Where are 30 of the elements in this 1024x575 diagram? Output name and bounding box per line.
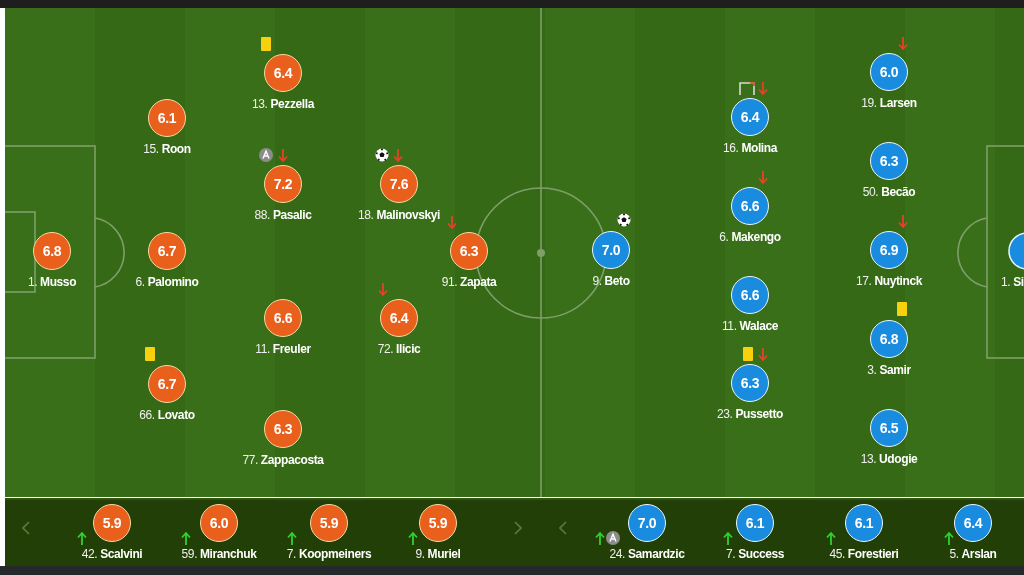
player-name: 1. Musso [27, 275, 77, 289]
player-name: 45. Forestieri [829, 547, 899, 561]
player-name: 15. Roon [143, 142, 191, 156]
player-name: 42. Scalvini [81, 547, 143, 561]
player-name: 9. Muriel [415, 547, 461, 561]
player-name: 7. Success [725, 547, 785, 561]
player-name: 5. Arslan [949, 547, 997, 561]
player-name: 72. Ilicic [377, 342, 421, 356]
player-name: 16. Molina [723, 141, 777, 155]
player-name: 59. Miranchuk [181, 547, 257, 561]
player-name: 1. Si [1001, 275, 1024, 289]
player-name: 13. Udogie [860, 452, 918, 466]
player-name: 66. Lovato [139, 408, 195, 422]
player-name: 3. Samir [867, 363, 911, 377]
player-name: 11. Freuler [255, 342, 311, 356]
player-name: 17. Nuytinck [856, 274, 922, 288]
player-name: 50. Becão [862, 185, 916, 199]
player-name: 77. Zappacosta [242, 453, 324, 467]
player-name: 9. Beto [592, 274, 630, 288]
player-name: 19. Larsen [861, 96, 917, 110]
player-name: 13. Pezzella [252, 97, 314, 111]
player-name: 18. Malinovskyi [357, 208, 441, 222]
player-name: 24. Samardzic [609, 547, 685, 561]
player-name: 11. Walace [721, 319, 778, 333]
player-name: 6. Palomino [135, 275, 199, 289]
player-name: 91. Zapata [441, 275, 497, 289]
player-name: 7. Koopmeiners [286, 547, 372, 561]
player-name: 23. Pussetto [717, 407, 783, 421]
player-name: 88. Pasalic [254, 208, 312, 222]
player-name: 6. Makengo [719, 230, 781, 244]
